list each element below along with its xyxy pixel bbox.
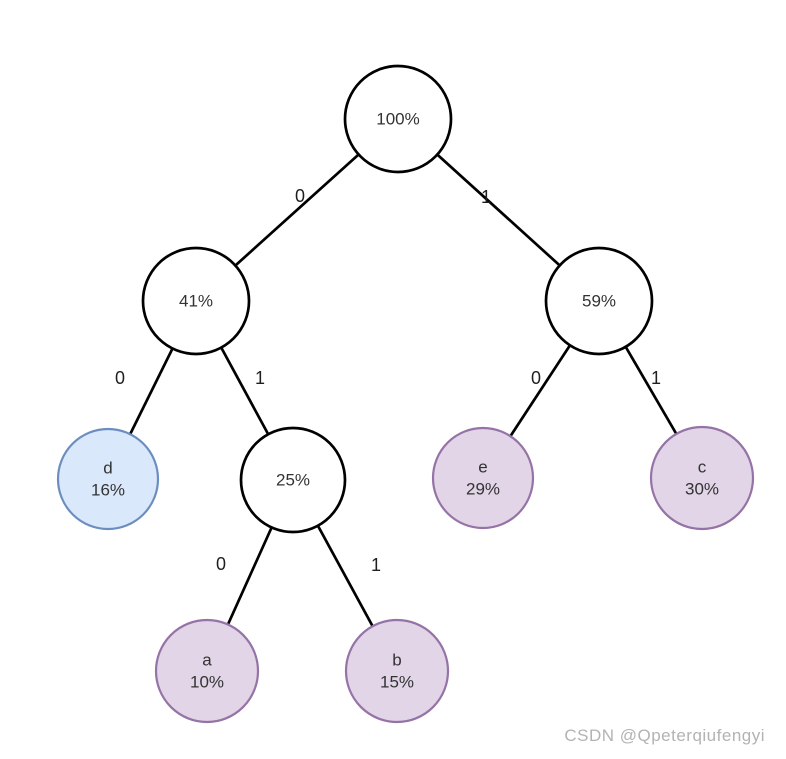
- node-label-a-line1: 10%: [190, 673, 224, 692]
- edge-label-n41-n25: 1: [255, 368, 265, 388]
- edge-label-root-n41: 0: [295, 186, 305, 206]
- edge-label-n41-d: 0: [115, 368, 125, 388]
- node-label-b-line0: b: [392, 651, 401, 670]
- edge-label-n59-e: 0: [531, 368, 541, 388]
- node-label-c-line0: c: [698, 458, 707, 477]
- watermark: CSDN @Qpeterqiufengyi: [564, 726, 765, 745]
- node-label-n25-line0: 25%: [276, 471, 310, 490]
- node-label-e-line0: e: [478, 458, 487, 477]
- node-label-a-line0: a: [202, 651, 212, 670]
- node-circle-c: [649, 425, 755, 531]
- node-circle-e: [431, 426, 535, 530]
- node-circle-n59: [544, 246, 654, 356]
- node-circle-a: [154, 618, 260, 724]
- node-label-n59-line0: 59%: [582, 292, 616, 311]
- node-label-root-line0: 100%: [376, 110, 419, 129]
- node-circle-root: [343, 64, 453, 174]
- node-label-e-line1: 29%: [466, 480, 500, 499]
- node-label-b-line1: 15%: [380, 673, 414, 692]
- node-label-d-line1: 16%: [91, 481, 125, 500]
- edge-label-n59-c: 1: [651, 368, 661, 388]
- edge-label-root-n59: 1: [481, 187, 491, 207]
- edge-label-n25-b: 1: [371, 555, 381, 575]
- node-circle-b: [344, 618, 450, 724]
- node-label-c-line1: 30%: [685, 480, 719, 499]
- node-label-d-line0: d: [103, 459, 112, 478]
- node-circle-n41: [141, 246, 251, 356]
- node-circle-d: [56, 427, 160, 531]
- edge-label-n25-a: 0: [216, 554, 226, 574]
- node-label-n41-line0: 41%: [179, 292, 213, 311]
- node-circle-n25: [239, 426, 347, 534]
